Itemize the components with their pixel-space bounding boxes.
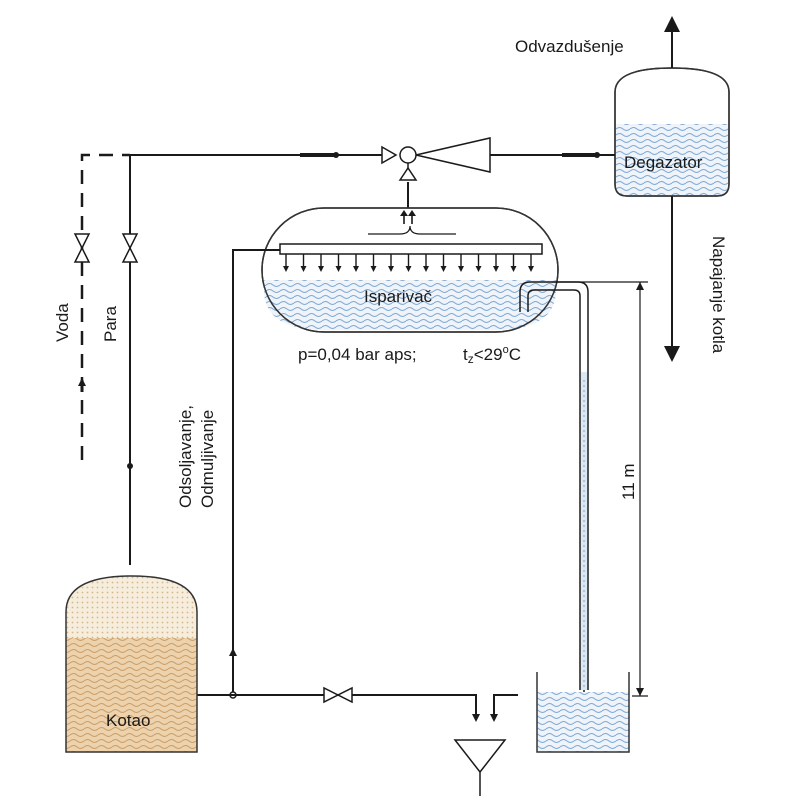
feed-label: Napajanje kotla <box>709 236 728 354</box>
water-valve-icon[interactable] <box>73 233 91 263</box>
steam-junction-dot <box>127 463 133 469</box>
spray-arrow-icon <box>458 266 464 272</box>
conditions-temp-label: tz<29oC <box>463 344 521 366</box>
blowdown-label-1: Odsoljavanje, <box>176 405 195 508</box>
spray-arrow-icon <box>370 266 377 272</box>
evaporator-vessel <box>261 207 559 333</box>
vent-label: Odvazdušenje <box>515 37 624 56</box>
spray-arrow-icon <box>283 266 289 272</box>
water-arrow-head-icon <box>78 378 86 386</box>
boiler-drain-pipe <box>197 694 477 718</box>
spray-arrow-icon <box>388 266 394 272</box>
spray-arrow-icon <box>475 266 482 272</box>
overflow-pipe-outer <box>519 281 589 690</box>
flow-dot <box>333 152 339 158</box>
spray-arrow-icon <box>318 266 324 272</box>
overflow-pipe-inner <box>527 289 581 690</box>
spray-arrow-icon <box>353 266 359 272</box>
boiler-vessel <box>65 575 198 753</box>
spray-nozzles <box>283 254 534 272</box>
steam-label: Para <box>101 306 120 342</box>
spray-arrow-icon <box>440 266 447 272</box>
ejector-icon <box>381 137 491 181</box>
degasser-vessel <box>614 67 730 197</box>
water-label: Voda <box>53 303 72 342</box>
evaporator-label: Isparivač <box>364 287 433 306</box>
flow-dot-2 <box>594 152 600 158</box>
blowdown-label-2: Odmuljivanje <box>198 410 217 508</box>
spray-header <box>279 243 543 255</box>
spray-arrow-icon <box>300 266 307 272</box>
degasser-label: Degazator <box>624 153 703 172</box>
steam-valve-icon[interactable] <box>121 233 139 263</box>
spray-arrow-icon <box>493 266 499 272</box>
conditions-pressure-label: p=0,04 bar aps; <box>298 345 417 364</box>
spray-arrow-icon <box>423 266 429 272</box>
spray-arrow-icon <box>405 266 412 272</box>
vapour-hood <box>368 225 456 235</box>
spray-arrow-icon <box>528 266 534 272</box>
height-label: 11 m <box>619 463 638 500</box>
boiler-label: Kotao <box>106 711 150 730</box>
blowdown-pipe <box>232 249 280 695</box>
spray-arrow-icon <box>335 266 342 272</box>
drain-valve-icon[interactable] <box>323 686 353 704</box>
drain-funnel-icon <box>453 739 507 796</box>
seal-tank <box>536 672 630 753</box>
water-dashed-line <box>80 153 130 460</box>
spray-arrow-icon <box>510 266 517 272</box>
